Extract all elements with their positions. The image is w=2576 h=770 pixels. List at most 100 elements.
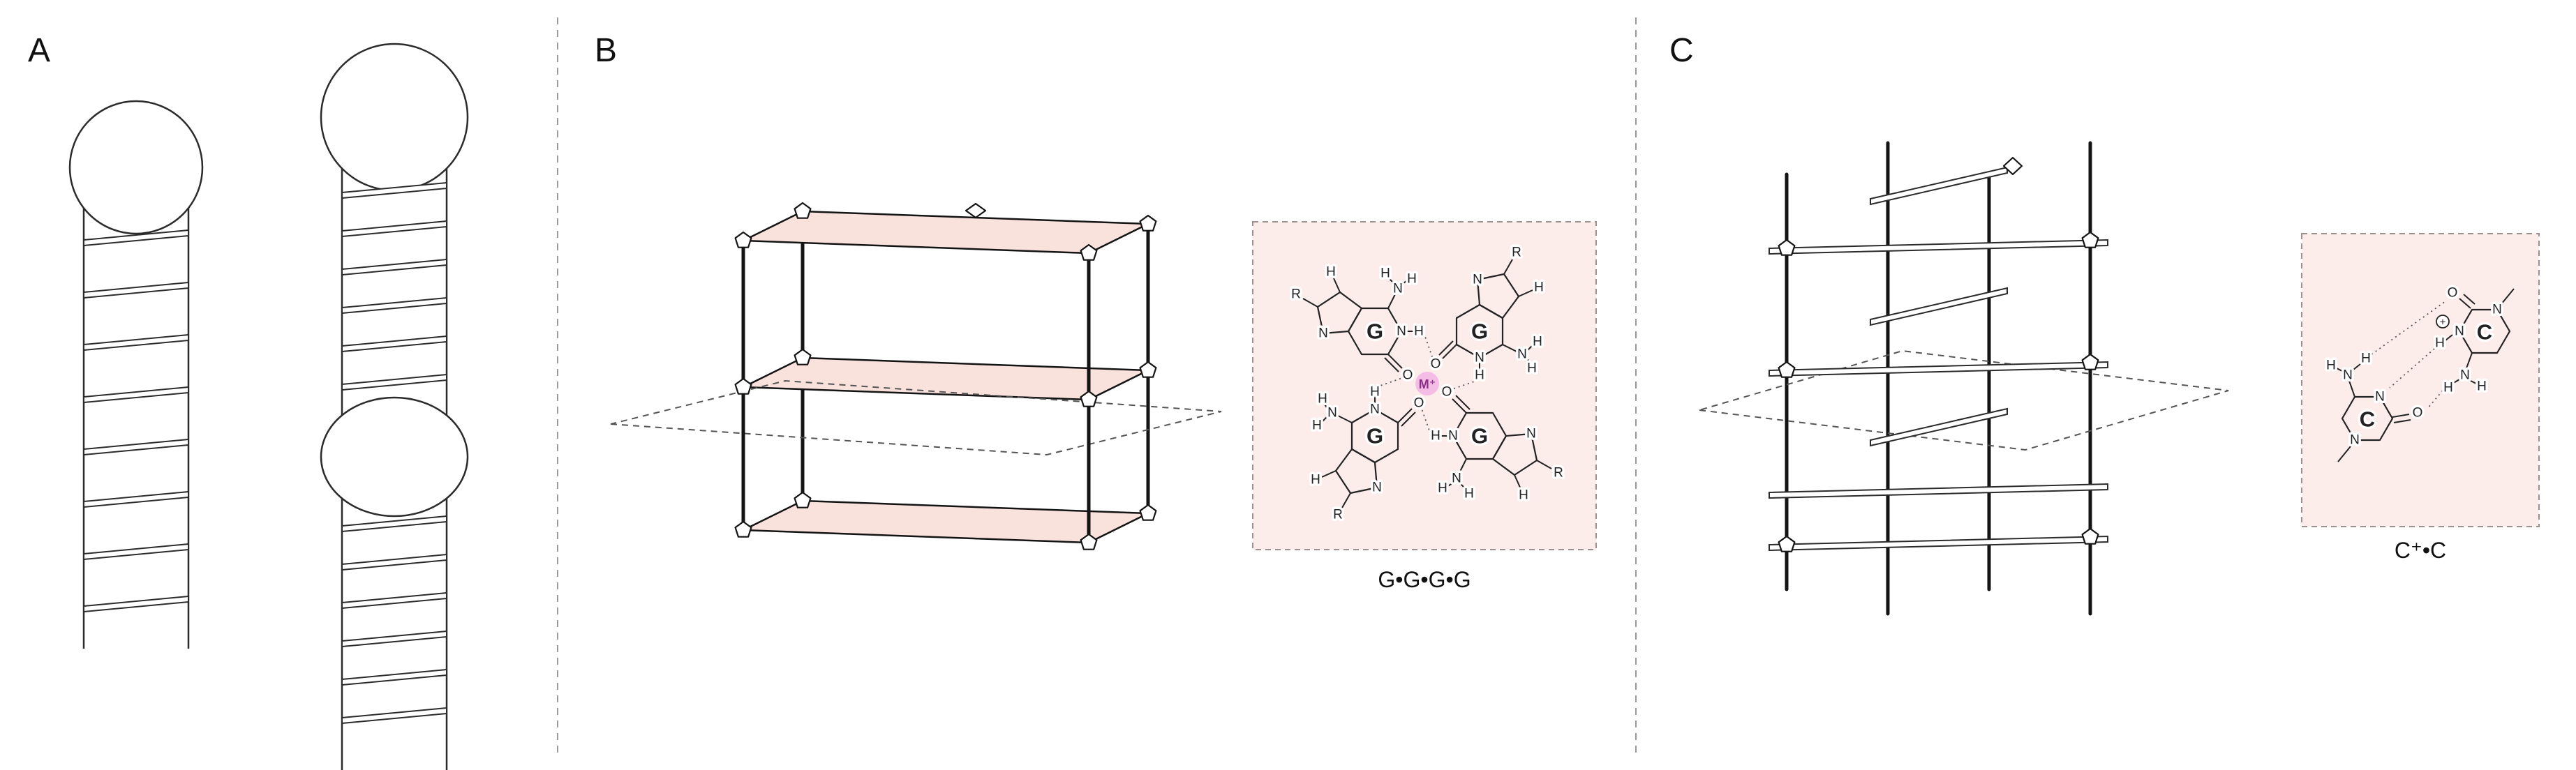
atom-label: H	[1438, 481, 1447, 496]
atom-label: H	[1527, 361, 1537, 376]
inset-box	[2301, 233, 2540, 527]
sugar-diamond	[2002, 156, 2023, 176]
guanine-ring	[1491, 432, 1538, 476]
hairpin-loop	[68, 100, 204, 235]
atom-label: H	[2361, 352, 2371, 366]
atom-label: H	[2443, 381, 2453, 395]
atom-label: G	[1471, 319, 1488, 344]
atom-label: N	[2492, 303, 2502, 317]
atom-label: O	[2448, 286, 2458, 301]
pair-hbonds	[2371, 301, 2446, 409]
hairpin-short	[68, 100, 204, 649]
atom-label: N	[1393, 282, 1403, 296]
base-pair-plank	[1769, 361, 2108, 377]
atom-label: C	[2360, 407, 2375, 432]
panel-c-label: C	[1669, 32, 1694, 69]
atom-label: N	[1397, 324, 1406, 339]
panel-a: A	[28, 32, 469, 770]
atom-label: N	[1526, 427, 1536, 441]
atom-label: R	[1512, 246, 1521, 260]
cytosine-bonds	[2336, 363, 2411, 462]
base-pair-rungs	[83, 229, 189, 612]
atom-label: H	[1475, 368, 1484, 383]
i-motif-model	[1699, 141, 2229, 616]
atom-label: H	[1414, 324, 1424, 339]
atom-label: N	[1370, 402, 1380, 417]
plus-charge-circle	[2436, 315, 2450, 329]
internal-loop	[320, 396, 469, 518]
panel-a-label: A	[28, 32, 50, 69]
atom-label: N	[1372, 481, 1382, 495]
guanine-bonds	[1320, 396, 1416, 508]
atom-label: N	[1517, 347, 1527, 362]
atom-label: R	[1333, 508, 1343, 522]
atom-label: N	[1327, 406, 1337, 421]
atom-label: C	[2477, 320, 2492, 345]
sugar-diamond	[965, 202, 987, 219]
base-pair-plank	[1769, 483, 2108, 499]
cytosine-ring	[2458, 308, 2511, 354]
corner-pentagons	[1778, 231, 2099, 552]
atom-label: H	[1431, 429, 1440, 444]
atom-label: N	[2455, 324, 2464, 339]
atom-label: H	[1380, 266, 1390, 281]
metal-ion-label: M⁺	[1419, 377, 1436, 391]
atom-label: H	[1311, 473, 1320, 488]
atom-label: H	[2435, 336, 2445, 351]
atom-label: O	[1414, 396, 1424, 411]
atom-label: N	[2350, 433, 2360, 448]
atom-label: O	[1431, 357, 1441, 372]
hairpin-long	[320, 43, 469, 770]
atom-label: O	[1442, 385, 1452, 400]
panel-b: B	[595, 32, 1597, 592]
pair-caption: C⁺•C	[2395, 538, 2446, 563]
atom-label: R	[1554, 466, 1563, 481]
tilted-plank	[1870, 166, 2008, 206]
atom-label: O	[1403, 368, 1413, 383]
g-quadruplex-model	[610, 202, 1222, 550]
atom-label: N	[2460, 368, 2470, 383]
atom-label: N	[1452, 471, 1461, 486]
guanine-bonds	[1440, 395, 1552, 490]
guanine-ring	[1334, 448, 1378, 495]
tetrad-caption: G•G•G•G	[1378, 567, 1471, 592]
atom-label: H	[1533, 335, 1542, 349]
atom-label: H	[1312, 418, 1322, 433]
atom-label: H	[1407, 272, 1417, 287]
base-pair-plank	[1769, 239, 2108, 255]
atom-label: H	[1326, 265, 1336, 280]
atom-label: N	[2375, 390, 2385, 405]
atom-label: H	[1464, 487, 1474, 501]
guanine-ring	[1476, 273, 1520, 319]
atom-label: N	[1318, 326, 1328, 341]
atom-label: G	[1471, 424, 1488, 448]
plus-charge-label: +	[2440, 317, 2446, 329]
atom-label: N	[2343, 368, 2353, 383]
base-pair-planks	[1769, 239, 2108, 552]
atom-label: N	[1473, 273, 1482, 287]
atom-label: H	[1534, 280, 1544, 295]
atom-label: G	[1367, 424, 1383, 448]
atom-label: H	[2326, 358, 2336, 373]
atom-label: H	[1519, 488, 1528, 503]
guanine-bonds	[1438, 259, 1534, 371]
atom-label: R	[1291, 287, 1301, 302]
panel-c: C	[1669, 32, 2540, 616]
median-dashed-plane	[610, 379, 1222, 456]
atom-label: N	[1475, 351, 1484, 365]
base-pair-plank	[1769, 535, 2108, 552]
atom-label: G	[1367, 319, 1383, 344]
guanine-ring	[1316, 291, 1363, 335]
hairpin-loop	[320, 43, 469, 192]
atom-label: H	[1370, 385, 1380, 400]
cytosine-ring	[2341, 395, 2394, 441]
atom-label: H	[1318, 392, 1327, 407]
panel-b-label: B	[595, 32, 617, 69]
tilted-plank	[1870, 407, 2008, 447]
cytosine-bonds	[2445, 288, 2515, 385]
